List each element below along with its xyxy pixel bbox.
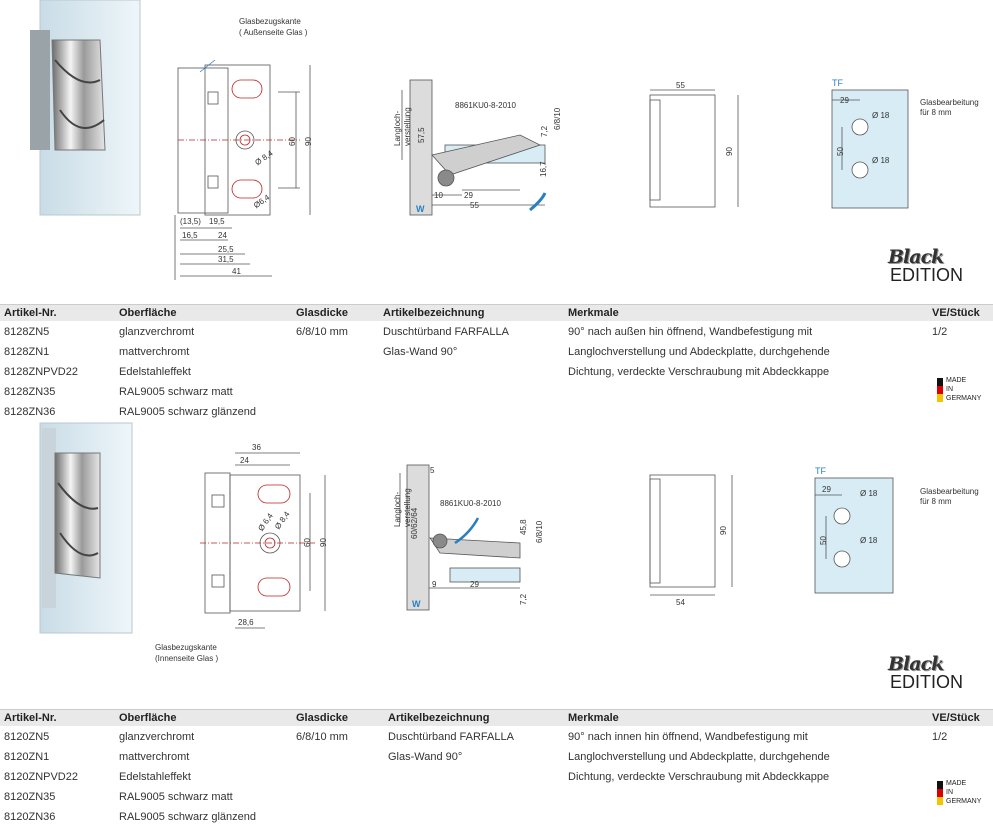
hinge-photo bbox=[39, 422, 133, 634]
dim-60-62-64: 60/62/64 bbox=[410, 507, 419, 539]
dim-24: 24 bbox=[240, 456, 249, 465]
hinge-photo bbox=[30, 0, 141, 216]
dim-16-7: 16,7 bbox=[539, 161, 548, 177]
ve-count: 1/2 bbox=[932, 731, 948, 743]
front-view-drawing bbox=[200, 452, 326, 629]
dim-13-5: (13,5) bbox=[180, 217, 201, 226]
glass-edge-note-2: ( Außenseite Glas ) bbox=[239, 28, 308, 37]
dim-7-2: 7,2 bbox=[519, 593, 528, 605]
dim-d8-4: Ø 8,4 bbox=[273, 509, 292, 531]
table-header: Artikel-Nr. Oberfläche Glasdicke Artikel… bbox=[0, 304, 993, 321]
product-block-inward: 36 24 Ø 6,4 Ø 8,4 60 90 28,6 Glasbezugsk… bbox=[0, 413, 993, 823]
tf-dim-d18-a: Ø 18 bbox=[860, 489, 878, 498]
dim-90: 90 bbox=[304, 137, 313, 146]
part-code-2: 8861KU0-8-2010 bbox=[440, 499, 501, 508]
glass-edge-note-2: (Innenseite Glas ) bbox=[155, 654, 218, 663]
technical-drawings: 36 24 Ø 6,4 Ø 8,4 60 90 28,6 Glasbezugsk… bbox=[39, 422, 894, 663]
dim-d8-4: Ø 8,4 bbox=[253, 148, 275, 167]
black-edition-logo: Black EDITION bbox=[888, 653, 964, 692]
tf-glass-drawing bbox=[831, 89, 909, 209]
black-edition-logo: Black EDITION bbox=[888, 246, 964, 285]
dim-25-5: 25,5 bbox=[218, 245, 234, 254]
dim-29: 29 bbox=[464, 191, 473, 200]
dim-7-2: 7,2 bbox=[540, 125, 549, 137]
germany-flag-icon bbox=[937, 781, 943, 805]
adjust-label-2: verstellung bbox=[403, 488, 412, 527]
dim-9: 9 bbox=[432, 580, 437, 589]
features: 90° nach außen hin öffnend, Wandbefestig… bbox=[568, 326, 830, 378]
dim-d6-4: Ø 6,4 bbox=[256, 511, 275, 533]
glass-processing-note: Glasbearbeitung für 8 mm bbox=[920, 487, 979, 506]
wall-mark-2: W bbox=[412, 599, 421, 609]
product-block-outward: Glasbezugskante ( Außenseite Glas ) (13,… bbox=[0, 0, 993, 418]
tf-dim-29: 29 bbox=[840, 96, 849, 105]
tf-dim-50: 50 bbox=[836, 147, 845, 156]
article-list: 8128ZN5 8128ZN1 8128ZNPVD22 8128ZN35 812… bbox=[4, 326, 78, 418]
tf-glass-drawing bbox=[814, 477, 894, 594]
dim-41: 41 bbox=[232, 267, 241, 276]
dim-45-8: 45,8 bbox=[519, 519, 528, 535]
dim-90-back: 90 bbox=[719, 526, 728, 535]
technical-drawings: Glasbezugskante ( Außenseite Glas ) (13,… bbox=[30, 0, 909, 280]
adjust-label-2: verstellung bbox=[403, 107, 412, 146]
dim-6-8-10: 6/8/10 bbox=[535, 520, 544, 543]
tf-dim-29: 29 bbox=[822, 485, 831, 494]
dim-16-5: 16,5 bbox=[182, 231, 198, 240]
article-list: 8120ZN5 8120ZN1 8120ZNPVD22 8120ZN35 812… bbox=[4, 731, 78, 823]
designation: Duschtürband FARFALLA Glas-Wand 90° bbox=[383, 326, 509, 358]
surface-list: glanzverchromt mattverchromt Edelstahlef… bbox=[119, 731, 256, 823]
tf-label-2: TF bbox=[815, 466, 826, 476]
tf-label-1: TF bbox=[832, 78, 843, 88]
glass-edge-note-1: Glasbezugskante bbox=[155, 643, 217, 652]
dim-d6-4: Ø6,4 bbox=[252, 192, 272, 210]
designation: Duschtürband FARFALLA Glas-Wand 90° bbox=[388, 731, 514, 763]
dim-90: 90 bbox=[319, 538, 328, 547]
part-code-1: 8861KU0-8-2010 bbox=[455, 101, 516, 110]
tf-dim-d18-b: Ø 18 bbox=[860, 536, 878, 545]
dim-29: 29 bbox=[470, 580, 479, 589]
dim-31-5: 31,5 bbox=[218, 255, 234, 264]
dim-54-back: 54 bbox=[676, 598, 685, 607]
made-in-germany-badge: MADE IN GERMANY bbox=[937, 779, 993, 813]
features: 90° nach innen hin öffnend, Wandbefestig… bbox=[568, 731, 830, 783]
surface-list: glanzverchromt mattverchromt Edelstahlef… bbox=[119, 326, 256, 418]
dim-6-8-10: 6/8/10 bbox=[553, 107, 562, 130]
side-view-drawing bbox=[401, 79, 547, 216]
tf-dim-d18-b: Ø 18 bbox=[872, 156, 890, 165]
dim-5: 5 bbox=[430, 466, 435, 475]
dim-36: 36 bbox=[252, 443, 261, 452]
table-header: Artikel-Nr. Oberfläche Glasdicke Artikel… bbox=[0, 709, 993, 726]
ve-count: 1/2 bbox=[932, 326, 948, 338]
dim-57-5: 57,5 bbox=[417, 127, 426, 143]
glass-thickness: 6/8/10 mm bbox=[296, 731, 348, 743]
wall-mark-1: W bbox=[416, 204, 425, 214]
dim-28-6: 28,6 bbox=[238, 618, 254, 627]
dim-60: 60 bbox=[303, 538, 312, 547]
glass-processing-note: Glasbearbeitung für 8 mm bbox=[920, 98, 979, 117]
tf-dim-50: 50 bbox=[819, 536, 828, 545]
back-view-drawing bbox=[649, 474, 733, 596]
tf-dim-d18-a: Ø 18 bbox=[872, 111, 890, 120]
adjust-label-1: Langloch- bbox=[393, 111, 402, 146]
back-view-drawing bbox=[649, 89, 739, 208]
side-view-drawing bbox=[399, 464, 521, 611]
dim-19-5: 19,5 bbox=[209, 217, 225, 226]
dim-60: 60 bbox=[288, 137, 297, 146]
dim-90-back: 90 bbox=[725, 147, 734, 156]
glass-edge-note-1: Glasbezugskante bbox=[239, 17, 301, 26]
germany-flag-icon bbox=[937, 378, 943, 402]
front-view-drawing bbox=[174, 59, 311, 280]
glass-thickness: 6/8/10 mm bbox=[296, 326, 348, 338]
dim-10: 10 bbox=[434, 191, 443, 200]
dim-55-side: 55 bbox=[470, 201, 479, 210]
dim-55-back: 55 bbox=[676, 81, 685, 90]
made-in-germany-badge: MADE IN GERMANY bbox=[937, 376, 993, 410]
dim-24: 24 bbox=[218, 231, 227, 240]
adjust-label-1: Langloch- bbox=[393, 492, 402, 527]
